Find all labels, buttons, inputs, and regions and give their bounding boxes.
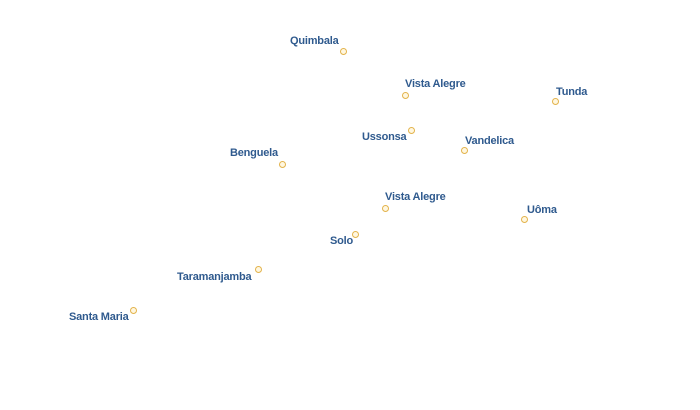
town-marker-icon	[552, 98, 559, 105]
town-marker-icon	[340, 48, 347, 55]
place-label: Quimbala	[290, 35, 339, 47]
place-label: Uôma	[527, 204, 557, 216]
town-marker-icon	[255, 266, 262, 273]
place-label: Santa Maria	[69, 311, 129, 323]
town-marker-icon	[461, 147, 468, 154]
town-marker-icon	[408, 127, 415, 134]
place-label: Vandelica	[465, 135, 514, 147]
place-label: Ussonsa	[362, 131, 407, 143]
town-marker-icon	[402, 92, 409, 99]
town-marker-icon	[352, 231, 359, 238]
town-marker-icon	[130, 307, 137, 314]
place-label: Benguela	[230, 147, 278, 159]
place-label: Vista Alegre	[405, 78, 466, 90]
place-label: Solo	[330, 235, 354, 247]
town-marker-icon	[279, 161, 286, 168]
place-label: Tunda	[556, 86, 588, 98]
town-marker-icon	[521, 216, 528, 223]
place-label: Taramanjamba	[177, 271, 252, 283]
place-label: Vista Alegre	[385, 191, 446, 203]
town-marker-icon	[382, 205, 389, 212]
